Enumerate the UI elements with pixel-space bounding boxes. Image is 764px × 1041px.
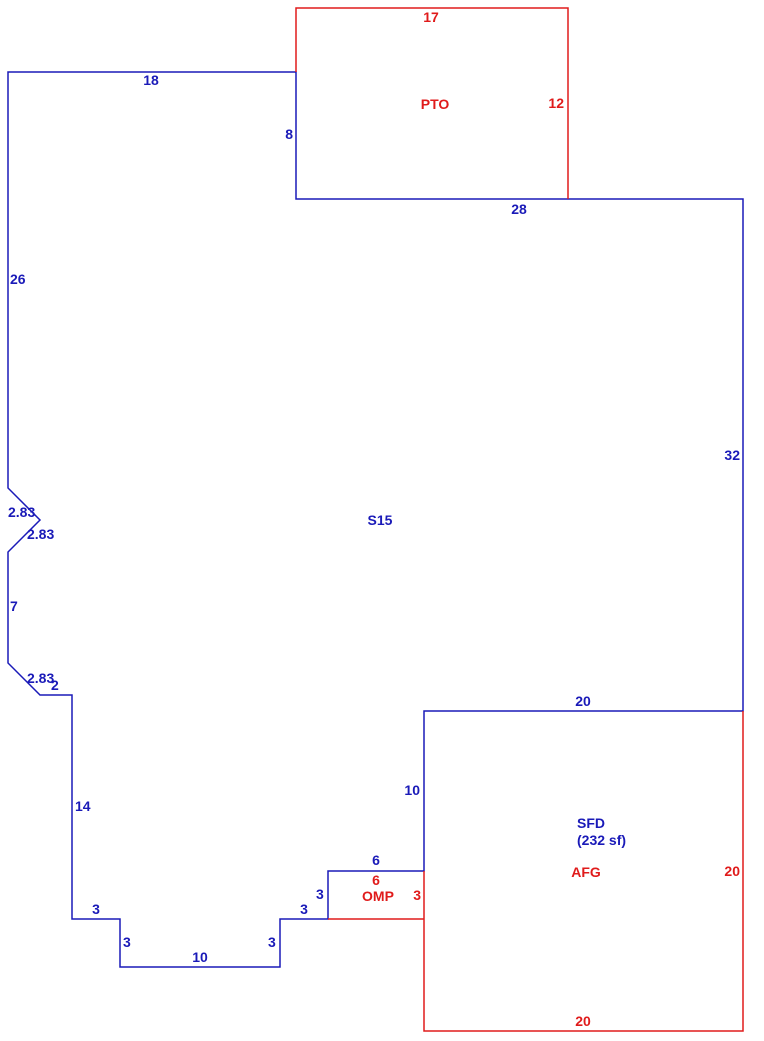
dim-bottom-step-c: 3: [268, 934, 276, 950]
dim-porch-right: 12: [548, 95, 564, 111]
dim-stoop-top: 6: [372, 852, 380, 868]
porch-area-label: PTO: [421, 96, 450, 112]
dim-porch-join: 8: [285, 126, 293, 142]
garage-area-label: AFG: [571, 864, 601, 880]
dim-left-14: 14: [75, 798, 91, 814]
dim-stoop-bottom: 6: [372, 872, 380, 888]
dim-left-26: 26: [10, 271, 26, 287]
dim-garage-top: 20: [575, 693, 591, 709]
sfd-area-label: (232 sf): [577, 832, 626, 848]
porch-outline: [295, 7, 569, 199]
dim-stoop-right: 3: [413, 887, 421, 903]
dim-right-32: 32: [724, 447, 740, 463]
stoop-area-label: OMP: [362, 888, 394, 904]
dim-garage-bottom: 20: [575, 1013, 591, 1029]
sfd-title-label: SFD: [577, 815, 605, 831]
dim-bottom-step-b: 3: [123, 934, 131, 950]
dim-step-2: 2: [51, 677, 59, 693]
dim-bottom-10: 10: [192, 949, 208, 965]
dim-garage-right: 20: [724, 863, 740, 879]
dim-porch-bottom: 28: [511, 201, 527, 217]
dim-left-7: 7: [10, 598, 18, 614]
dim-porch-top: 17: [423, 9, 439, 25]
dim-bottom-step-a: 3: [92, 901, 100, 917]
dim-bottom-step-d: 3: [300, 901, 308, 917]
dim-top-left: 18: [143, 72, 159, 88]
main-area-label: S15: [368, 512, 393, 528]
dim-left-notch-b: 2.83: [27, 526, 54, 542]
dim-left-notch-a: 2.83: [8, 504, 35, 520]
dim-garage-left: 10: [404, 782, 420, 798]
garage-outline: [423, 711, 744, 1032]
main-area-outline: [7, 71, 744, 968]
dim-left-notch-c: 2.83: [27, 670, 54, 686]
dim-stoop-left: 3: [316, 886, 324, 902]
